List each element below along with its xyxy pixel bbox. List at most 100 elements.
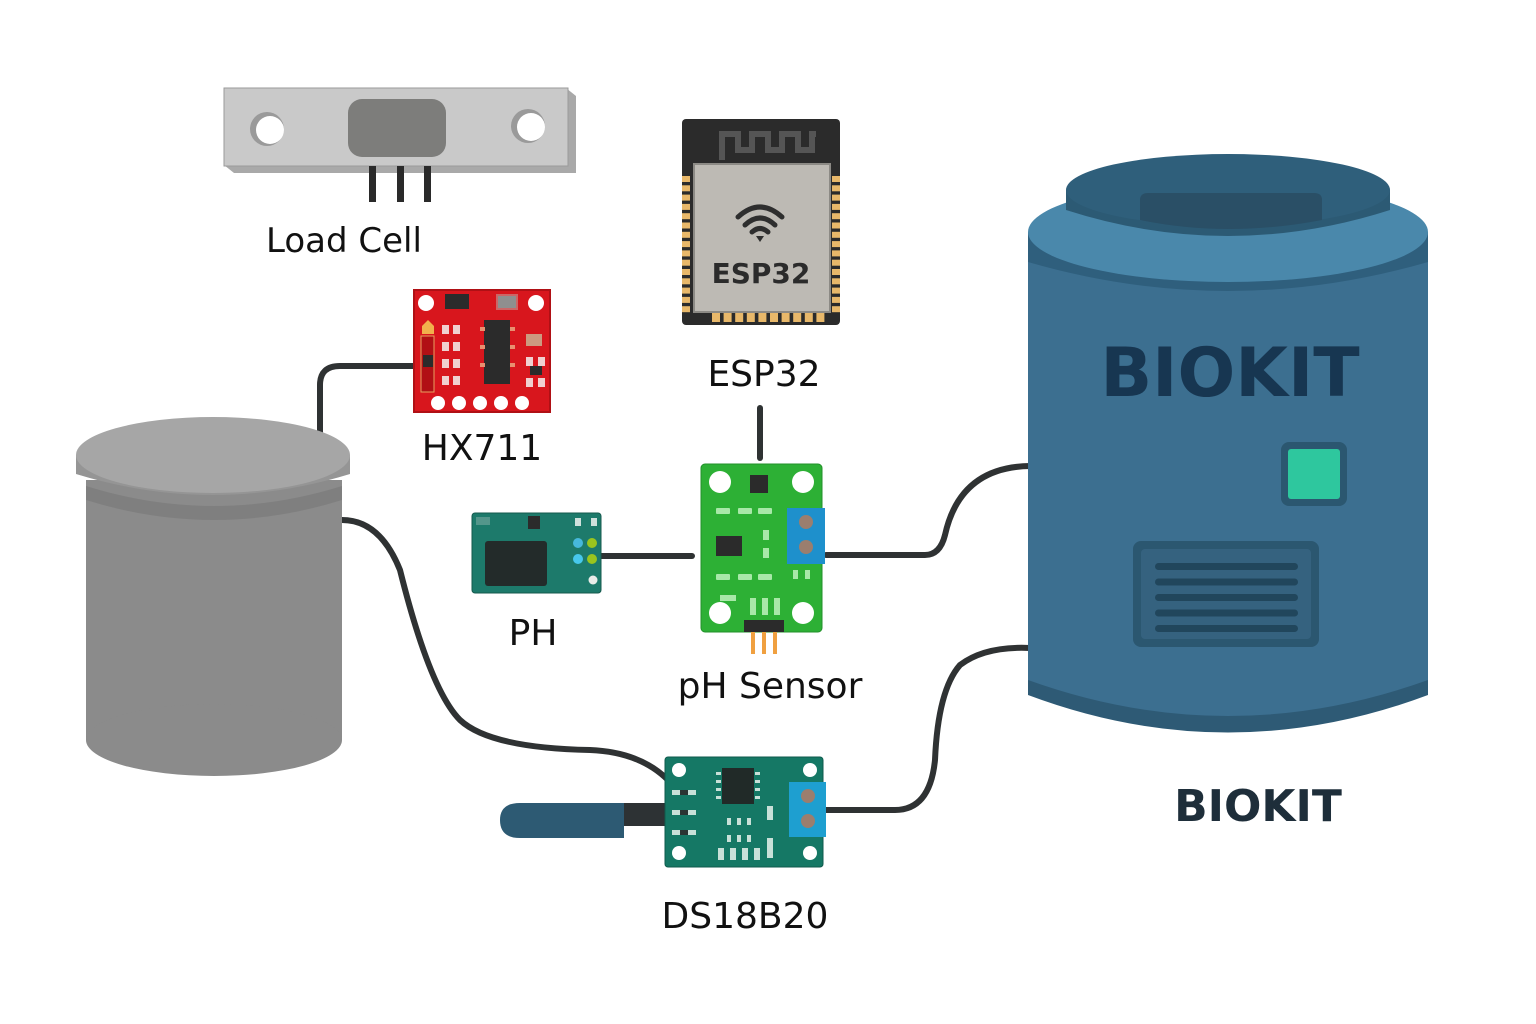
esp32-pin — [682, 259, 690, 266]
ic-pin — [480, 327, 485, 331]
smd-component — [730, 848, 736, 860]
container-body — [86, 480, 342, 765]
load-cell-wire — [369, 166, 376, 202]
esp32-module[interactable]: ESP32 — [682, 119, 840, 325]
ic-pin — [480, 345, 485, 349]
load-cell[interactable] — [223, 87, 576, 202]
smd-component — [758, 508, 772, 514]
hx711-header-pads — [431, 396, 529, 410]
esp32-pin — [746, 313, 755, 322]
ph-probe-led-green — [587, 538, 597, 548]
esp32-pin — [832, 231, 840, 238]
ic-pin — [510, 345, 515, 349]
ic-pin — [755, 796, 760, 799]
biokit-lid-handle — [1140, 193, 1322, 229]
smd-component — [762, 598, 768, 615]
esp32-pin — [832, 287, 840, 294]
load-cell-label: Load Cell — [266, 221, 422, 261]
ds18b20-ic — [722, 768, 754, 804]
esp32-pin — [793, 313, 802, 322]
esp32-pin — [682, 278, 690, 285]
biokit-vent-slats — [1155, 563, 1298, 632]
ph-probe-label: PH — [509, 613, 558, 654]
ic-pin — [480, 363, 485, 367]
header-pad — [431, 396, 445, 410]
biokit-base-rim — [1028, 680, 1428, 733]
smd-component — [767, 806, 773, 820]
esp32-pin — [682, 213, 690, 220]
smd-component — [718, 848, 724, 860]
esp32-pin — [682, 269, 690, 275]
biokit-status-indicator[interactable] — [1288, 449, 1340, 499]
esp32-pin — [682, 176, 690, 182]
smd-component — [716, 574, 730, 580]
esp32-pins-left — [682, 176, 690, 313]
ds18b20-probe[interactable] — [500, 803, 670, 838]
container[interactable] — [76, 417, 350, 776]
cable-phsensor-biokit — [823, 463, 1033, 558]
esp32-pin — [682, 203, 690, 210]
smd-component — [727, 835, 731, 842]
smd-component — [526, 357, 533, 366]
vent-slat — [1155, 594, 1298, 601]
esp32-pin — [723, 313, 732, 322]
hx711-ic-main — [484, 320, 510, 384]
esp32-pin — [832, 213, 840, 220]
smd-component — [530, 366, 542, 375]
ph-sensor-pin — [762, 632, 766, 654]
smd-component — [754, 848, 760, 860]
smd-component — [738, 574, 752, 580]
esp32-pin — [682, 287, 690, 294]
smd-component — [793, 570, 798, 579]
ph-probe-board[interactable] — [471, 512, 602, 594]
ic-pin — [510, 363, 515, 367]
vent-slat — [1155, 625, 1298, 632]
smd-component — [738, 508, 752, 514]
esp32-pin — [682, 250, 690, 257]
ic-pin — [716, 788, 721, 791]
biokit-brand-text: BIOKIT — [1100, 334, 1360, 413]
ic-pin — [716, 772, 721, 775]
smd-component — [737, 835, 741, 842]
smd-component — [750, 598, 756, 615]
esp32-pin — [712, 313, 720, 322]
esp32-pin — [781, 313, 790, 322]
ds18b20-board[interactable] — [664, 756, 826, 868]
smd-component — [453, 376, 460, 385]
ph-sensor-board[interactable] — [700, 463, 825, 654]
header-pad — [515, 396, 529, 410]
smd-component — [774, 598, 780, 615]
smd-component — [442, 359, 449, 368]
smd-component — [680, 810, 688, 815]
esp32-pin — [832, 259, 840, 266]
ic-pin — [755, 772, 760, 775]
cable-ds18b20-biokit — [823, 644, 1033, 813]
biokit-label: BIOKIT — [1174, 781, 1342, 832]
smd-component — [716, 508, 730, 514]
smd-component — [727, 818, 731, 825]
hx711-board[interactable] — [413, 289, 551, 413]
smd-component — [538, 357, 545, 366]
smd-component — [526, 378, 533, 387]
biokit-device[interactable]: BIOKIT — [1028, 154, 1428, 733]
smd-component — [442, 342, 449, 351]
smd-component — [680, 790, 688, 795]
esp32-pin — [832, 250, 840, 257]
esp32-pin — [832, 241, 840, 248]
smd-component — [680, 830, 688, 835]
header-pad — [473, 396, 487, 410]
smd-component — [767, 838, 773, 858]
esp32-pin — [832, 194, 840, 201]
esp32-pin — [832, 222, 840, 229]
esp32-pin — [682, 296, 690, 303]
ic-pin — [716, 780, 721, 783]
ph-probe-led-blue — [573, 538, 583, 548]
vent-slat — [1155, 563, 1298, 570]
esp32-pin — [816, 313, 825, 322]
vent-slat — [1155, 578, 1298, 586]
esp32-pin — [682, 231, 690, 238]
cable-container-hx711 — [317, 363, 418, 443]
esp32-antenna-trace — [719, 131, 816, 160]
ds18b20-label: DS18B20 — [662, 896, 829, 937]
smd-component — [805, 570, 810, 579]
